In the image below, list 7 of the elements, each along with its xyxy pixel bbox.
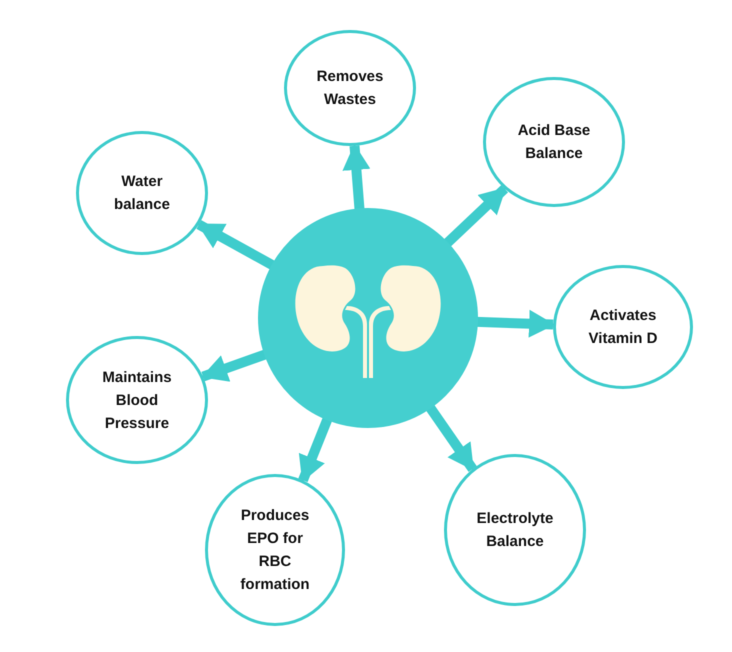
node-label: Electrolyte Balance xyxy=(476,509,554,552)
node-label: Produces EPO for RBC formation xyxy=(239,506,311,595)
node-label: Removes Wastes xyxy=(316,67,384,110)
node-label: Acid Base Balance xyxy=(516,121,592,164)
node-label: Maintains Blood Pressure xyxy=(101,368,173,434)
node-label: Water balance xyxy=(113,172,171,215)
node-label: Activates Vitamin D xyxy=(588,306,658,349)
